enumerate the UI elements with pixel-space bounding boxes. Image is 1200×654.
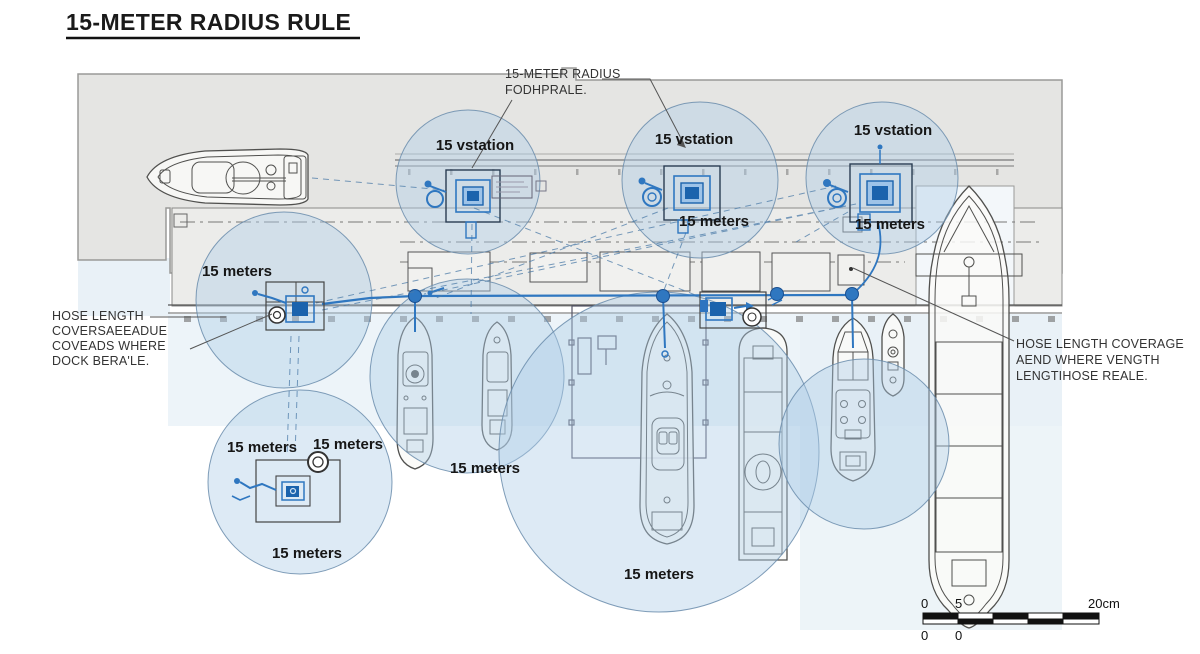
boat-yacht [639, 313, 695, 545]
hose-reach-dashed-lines [286, 177, 857, 457]
coverage-circle-berth-right [778, 358, 950, 530]
scale-lower-0a: 0 [921, 628, 928, 643]
hydrant-node-icon [408, 289, 422, 303]
hydrant-node-icon [656, 289, 670, 303]
page-title: 15-METER RADIUS RULE [66, 9, 351, 35]
boat-powerboat-topleft [146, 148, 309, 206]
coverage-circle-station2 [621, 101, 779, 259]
annotation-left-line2: COVERSAEEADUE [52, 324, 167, 338]
annotation-right: HOSE LENGTH COVERAGE AEND WHERE VENGTH L… [1016, 337, 1184, 383]
boat-fishing-2 [481, 321, 513, 451]
coverage-circle-station1 [395, 109, 541, 255]
pier-buildings [407, 216, 865, 292]
coverage-circle-station3 [805, 101, 959, 255]
radius-label: 15 meters [227, 439, 297, 456]
annotation-right-line1: HOSE LENGTH COVERAGE [1016, 337, 1184, 351]
scale-tick-5: 5 [955, 596, 962, 611]
hose-reel-station-icon-2 [638, 165, 721, 234]
radius-labels: 15 vstation 15 vstation 15 vstation 15 m… [202, 122, 932, 583]
boat-large-ship [915, 185, 1023, 629]
hose-network [321, 221, 882, 358]
hose-reel-station-icon-3 [823, 144, 913, 231]
scale-tick-0: 0 [921, 596, 928, 611]
annotation-top: 15-METER RADIUS FODHPRALE. [505, 67, 621, 97]
quay-edge [168, 304, 1062, 322]
coverage-circle-berth-center [498, 291, 820, 613]
finger-pier [568, 305, 709, 459]
scale-tick-end: 20cm [1088, 596, 1120, 611]
scale-lower-0b: 0 [955, 628, 962, 643]
hose-reel-station-icon-center [699, 291, 783, 329]
radius-label: 15 meters [202, 263, 272, 280]
annotation-left: HOSE LENGTH COVERSAEEADUE COVEADS WHERE … [52, 309, 167, 368]
radius-label: 15 meters [450, 460, 520, 477]
radius-label: 15 meters [855, 216, 925, 233]
coverage-circles [195, 101, 959, 613]
station-label: 15 vstation [655, 131, 733, 148]
annotation-right-line2: AEND WHERE VENGTH [1016, 353, 1160, 367]
scale-bar: 0 5 20cm 0 0 [921, 596, 1120, 643]
annotation-top-line2: FODHPRALE. [505, 83, 587, 97]
hose-reel-station-icon-1 [424, 169, 547, 239]
boat-fishing-1 [396, 316, 434, 470]
annotation-left-line4: DOCK BERA'LE. [52, 354, 149, 368]
station-label: 15 vstation [854, 122, 932, 139]
annotation-left-line1: HOSE LENGTH [52, 309, 144, 323]
water-wash-left [78, 258, 170, 316]
diagram-title: 15-METER RADIUS RULE [66, 9, 360, 40]
radius-label: 15 meters [272, 545, 342, 562]
radius-label: 15 meters [679, 213, 749, 230]
pier-corner-marker [173, 213, 188, 228]
station-label: 15 vstation [436, 137, 514, 154]
annotation-leaders [150, 78, 1015, 350]
annotation-top-line1: 15-METER RADIUS [505, 67, 621, 81]
annotation-left-line3: COVEADS WHERE [52, 339, 166, 353]
annotation-right-line3: LENGTIHOSE REALE. [1016, 369, 1148, 383]
hydrant-node-icon [845, 287, 859, 301]
hose-reel-station-icon-quay [252, 281, 325, 331]
radius-label: 15 meters [313, 436, 383, 453]
coverage-circle-quay-station [195, 211, 373, 389]
coverage-circle-berth-left [369, 278, 565, 474]
radius-label: 15 meters [624, 566, 694, 583]
hose-reel-station-icon-lower-left [231, 451, 341, 523]
